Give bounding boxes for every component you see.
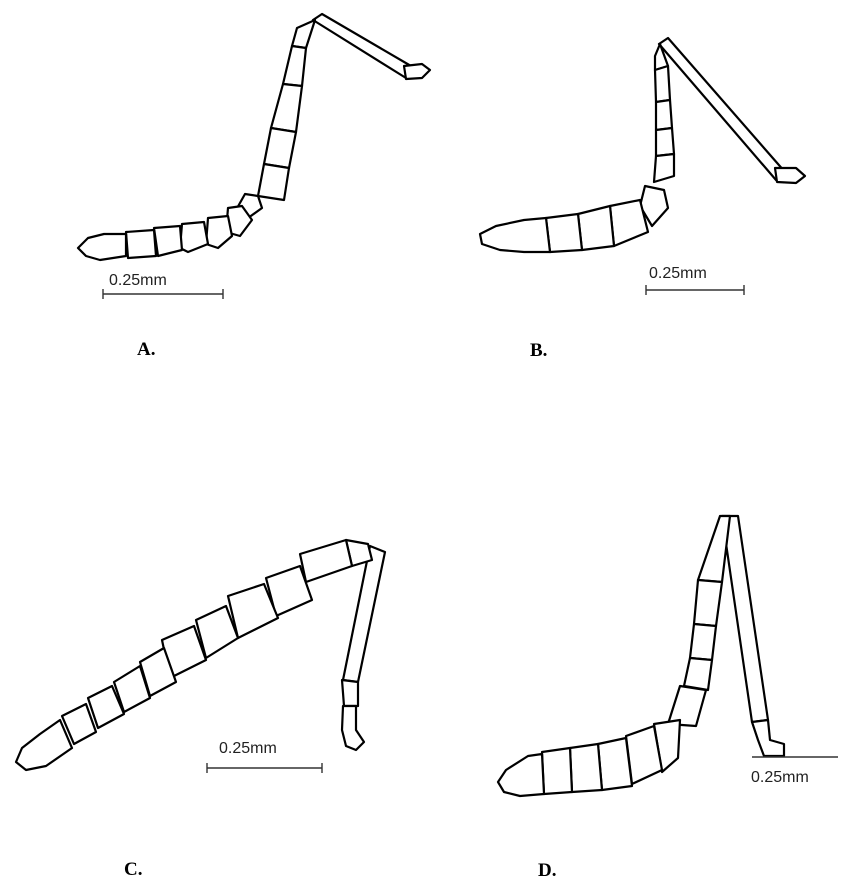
antenna-b-segment bbox=[655, 66, 670, 102]
antenna-d-segment bbox=[570, 744, 602, 792]
antenna-a-pedicel bbox=[404, 64, 430, 79]
panel-c: 0.25mm C. bbox=[16, 540, 385, 880]
panel-label-b: B. bbox=[530, 340, 547, 361]
antenna-d-scape bbox=[722, 516, 768, 722]
antenna-b-scape bbox=[659, 38, 785, 180]
antenna-b-segment bbox=[656, 100, 672, 130]
scale-label-a: 0.25mm bbox=[109, 272, 167, 289]
antenna-a-segment bbox=[154, 226, 182, 256]
panel-a: 0.25mm A. bbox=[78, 14, 430, 360]
panel-b: 0.25mm B. bbox=[480, 38, 805, 361]
antenna-b-pedicel bbox=[775, 168, 805, 183]
scale-bar-d: 0.25mm bbox=[751, 757, 838, 786]
antenna-b-segment bbox=[656, 128, 674, 156]
antenna-b-club bbox=[480, 218, 550, 252]
scale-bar-c: 0.25mm bbox=[207, 740, 322, 773]
scale-label-d: 0.25mm bbox=[751, 769, 809, 786]
antenna-d-segment bbox=[598, 738, 632, 790]
panel-label-d: D. bbox=[538, 860, 556, 881]
antenna-a bbox=[78, 14, 430, 260]
antenna-c-pedicel bbox=[342, 680, 358, 706]
antenna-a-segment bbox=[283, 46, 306, 86]
antenna-b bbox=[480, 38, 805, 252]
antenna-d-segment bbox=[698, 516, 730, 582]
antenna-b-segment bbox=[610, 200, 648, 246]
antenna-c-pedicel bbox=[342, 706, 364, 750]
panel-label-c: C. bbox=[124, 859, 142, 880]
antenna-a-segment bbox=[180, 222, 208, 252]
scale-label-b: 0.25mm bbox=[649, 265, 707, 282]
antenna-b-segment bbox=[578, 206, 614, 250]
scale-bar-a: 0.25mm bbox=[103, 272, 223, 299]
scale-bar-b: 0.25mm bbox=[646, 265, 744, 295]
antenna-b-segment bbox=[546, 214, 582, 252]
scale-label-c: 0.25mm bbox=[219, 740, 277, 757]
antenna-d bbox=[498, 516, 784, 796]
antenna-a-segment bbox=[206, 216, 232, 248]
antenna-a-club bbox=[78, 234, 126, 260]
antenna-c-segment bbox=[300, 540, 352, 582]
antenna-c-club bbox=[16, 720, 72, 770]
antenna-d-segment bbox=[690, 624, 716, 660]
antenna-c bbox=[16, 540, 385, 770]
antenna-a-segment bbox=[126, 230, 156, 258]
antenna-a-segment bbox=[271, 84, 302, 132]
antenna-d-segment bbox=[684, 658, 712, 690]
antenna-a-segment bbox=[258, 164, 289, 200]
antenna-a-scape bbox=[313, 14, 411, 78]
panel-d: 0.25mm D. bbox=[498, 516, 838, 881]
panel-label-a: A. bbox=[137, 339, 155, 360]
antenna-d-pedicel bbox=[752, 720, 784, 756]
antenna-d-segment bbox=[542, 748, 572, 794]
antenna-a-segment bbox=[292, 20, 315, 48]
antenna-a-segment bbox=[264, 128, 296, 168]
antenna-b-segment bbox=[654, 154, 674, 182]
antenna-d-segment bbox=[694, 580, 722, 626]
antenna-d-club bbox=[498, 754, 544, 796]
